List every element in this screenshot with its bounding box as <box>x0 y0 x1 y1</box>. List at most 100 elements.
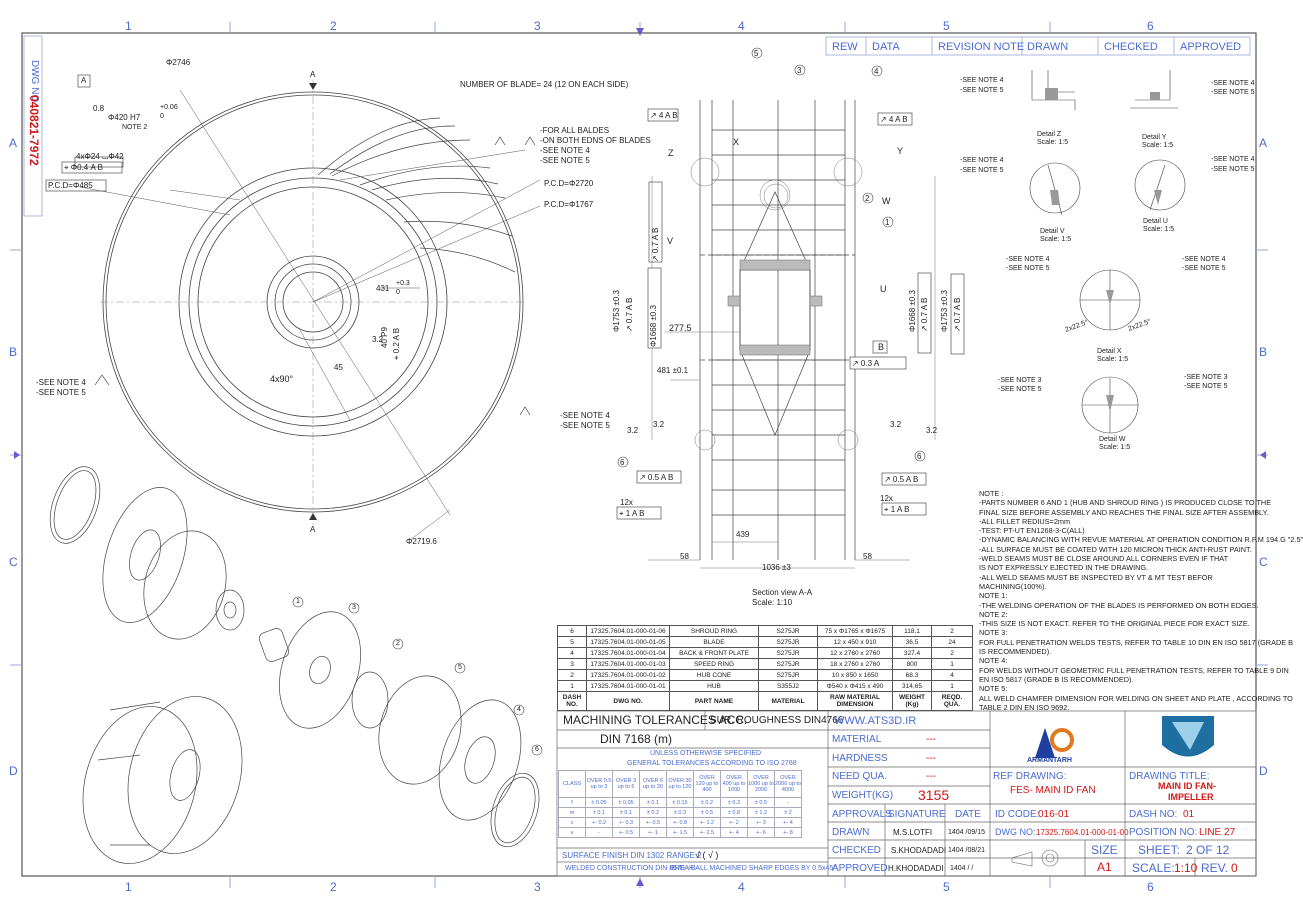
exploded-balloon-5: 5 <box>458 664 462 671</box>
tol-cell: +- 6 <box>747 827 775 838</box>
blade-note-1: -FOR ALL BALDES <box>540 126 610 135</box>
note-line: -WELD SEAMS MUST BE CLOSE AROUND ALL COR… <box>979 554 1229 564</box>
id-code-value: 016-01 <box>1038 809 1070 820</box>
grid-col-4-bottom: 4 <box>738 880 745 894</box>
material-value: --- <box>926 734 936 745</box>
bom-cell: SPEED RING <box>669 658 759 670</box>
bom-cell: 800 <box>892 658 932 670</box>
datum-a-box: A <box>81 76 87 85</box>
tol-header-cell: OVER 1000 up to 2000 <box>747 770 775 798</box>
din-7168: DIN 7168 (m) <box>600 732 673 746</box>
bom-cell: 17325.7604.01-000-01-01 <box>586 680 670 692</box>
note-line: -PARTS NUMBER 6 AND 1 (HUB AND SHROUD RI… <box>979 498 1272 508</box>
grid-col-2: 2 <box>330 19 337 33</box>
bom-cell: 1 <box>931 680 973 692</box>
hardness-value: --- <box>926 753 936 764</box>
note-line: NOTE : <box>979 489 1004 498</box>
tol-cell: - <box>585 827 613 838</box>
need-qua-label: NEED QUA. <box>832 771 888 782</box>
detail-x-ref: X <box>733 137 740 147</box>
runout-top-right: ↗ 4 A B <box>880 115 908 124</box>
hardness-label: HARDNESS <box>832 753 888 764</box>
detail-y-scale: Scale: 1:5 <box>1142 142 1174 149</box>
machining-tol-label: MACHINING TOLERANCES ACC. <box>563 713 748 727</box>
position-value: LINE 27 <box>1199 827 1236 838</box>
blade-note-3: -SEE NOTE 4 <box>540 146 590 155</box>
drawn-label: DRAWN <box>832 827 870 838</box>
bom-header-cell: MATERIAL <box>758 691 818 711</box>
bom-cell: Φ540 x Φ415 x 490 <box>817 680 893 692</box>
note-line: NOTE 2: <box>979 609 1008 619</box>
material-label: MATERIAL <box>832 734 882 745</box>
drawing-title-line2: IMPELLER <box>1168 792 1214 802</box>
bom-cell: 17325.7604.01-000-01-04 <box>586 647 670 659</box>
weight-value: 3155 <box>918 787 950 803</box>
tol-cell: ± 0.3 <box>666 807 694 818</box>
detail-u-name: Detail U <box>1143 218 1168 225</box>
note-line: -ALL WELD SEAMS MUST BE INSPECTED BY VT … <box>979 572 1213 582</box>
grid-row-d-right: D <box>1259 764 1268 778</box>
balloon-6-right: 6 <box>917 452 922 461</box>
dim-277-5: 277.5 <box>669 323 692 333</box>
position-label: POSITION NO: <box>1129 827 1198 838</box>
tol-cell: ± 0.1 <box>612 807 640 818</box>
note-line: -THE WELDING OPERATION OF THE BLADES IS … <box>979 600 1259 610</box>
tol-cell: ± 0.2 <box>693 797 721 808</box>
detail-u-note5: -SEE NOTE 5 <box>1211 166 1255 173</box>
note-line: -THIS SIZE IS NOT EXACT. REFER TO THE OR… <box>979 619 1250 629</box>
bom-cell: S275JR <box>758 647 818 659</box>
detail-x-note5-left: -SEE NOTE 5 <box>1006 265 1050 272</box>
tol-cell: c <box>558 817 586 828</box>
grid-col-6: 6 <box>1147 19 1154 33</box>
bom-cell: HUB <box>669 680 759 692</box>
bom-cell: 118.1 <box>892 625 932 637</box>
detail-w-note5-left: -SEE NOTE 5 <box>998 386 1042 393</box>
tol-cell: +- 0.2 <box>585 817 613 828</box>
keyway-symmetry: ⌖ 0.2 A B <box>392 327 401 360</box>
note-line: IS RECOMMENDED). <box>979 647 1052 657</box>
tol-header-cell: OVER 3 up to 6 <box>612 770 640 798</box>
bore-runout: 0.8 <box>93 104 105 113</box>
tol-cell: +- 4 <box>720 827 748 838</box>
tol-cell: ± 0.5 <box>747 797 775 808</box>
bom-cell: 1 <box>557 680 587 692</box>
bom-header-cell: RAW MATERIAL DIMENSION <box>817 691 893 711</box>
bom-cell: 36.5 <box>892 636 932 648</box>
note-line: -ALL FILLET REDIUS=2mm <box>979 516 1071 526</box>
rev-header-checked: CHECKED <box>1104 41 1158 53</box>
dim-58-right: 58 <box>863 552 872 561</box>
dwg-no-label: DWG NO: <box>995 827 1036 837</box>
detail-v-ref: V <box>667 236 674 246</box>
tol-cell: ± 2 <box>774 807 802 818</box>
balloon-4: 4 <box>874 67 879 76</box>
datum-b: B <box>878 342 885 352</box>
note-line: FOR WELDS WITHOUT GEOMETRIC FULL PENETRA… <box>979 665 1289 675</box>
note-line: -DYNAMIC BALANCING WITH REVUE MATERIAL A… <box>979 535 1303 545</box>
bom-cell: BLADE <box>669 636 759 648</box>
bom-cell: 17325.7604.01-000-01-02 <box>586 669 670 681</box>
bore-tol-lower: 0 <box>160 113 164 120</box>
tol-cell: +- 0.3 <box>612 817 640 828</box>
bom-cell: S355J2 <box>758 680 818 692</box>
rev-label: REV. <box>1201 861 1228 875</box>
tol-cell: ± 0.2 <box>639 807 667 818</box>
tol-cell: +- 2 <box>720 817 748 828</box>
dash-no-label: DASH NO: <box>1129 809 1178 820</box>
rev-value: 0 <box>1231 861 1238 875</box>
detail-y-name: Detail Y <box>1142 134 1167 141</box>
detail-u-note4: -SEE NOTE 4 <box>1211 156 1255 163</box>
weight-label: WEIGHT(KG) <box>832 790 894 801</box>
balloon-2: 2 <box>865 194 870 203</box>
detail-w-name: Detail W <box>1099 436 1126 443</box>
pcd-485: P.C.D=Φ485 <box>48 181 93 190</box>
bom-header-cell: REQD. QUA. <box>931 691 973 711</box>
rev-header-drawn: DRAWN <box>1027 41 1069 53</box>
surface-symbol: √ ( √ ) <box>695 850 719 860</box>
note-line: EN ISO 5817 (GRADE B IS RECOMMENDED). <box>979 674 1134 684</box>
drawing-title-line1: MAIN ID FAN- <box>1158 781 1216 791</box>
bom-cell: 6 <box>557 625 587 637</box>
bom-cell: 17325.7604.01-000-01-03 <box>586 658 670 670</box>
dim-439: 439 <box>736 530 750 539</box>
